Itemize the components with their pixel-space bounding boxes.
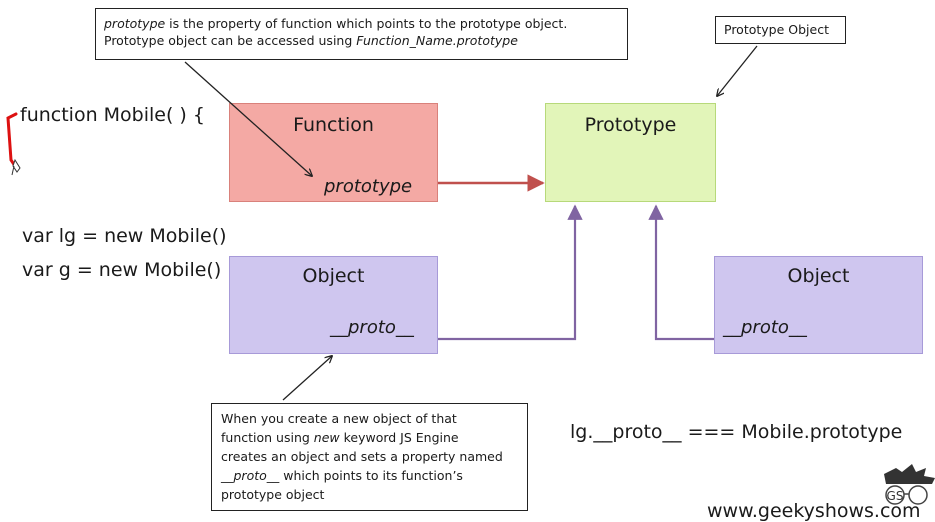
prototype-box-title: Prototype [584, 114, 677, 136]
pen-cursor-icon [11, 158, 21, 176]
callout-line-1: prototype is the property of function wh… [104, 16, 568, 31]
callout-line-2: Prototype object can be accessed using F… [104, 33, 518, 48]
prototype-object-callout: Prototype Object [715, 16, 846, 44]
right-object-to-prototype-arrow [648, 204, 714, 341]
callout-function-name-term: Function_Name.prototype [356, 33, 518, 48]
left-object-to-prototype-arrow [438, 204, 583, 341]
object-box-right: Object __proto__ [714, 256, 923, 354]
watermark-url: www.geekyshows.com [707, 500, 921, 522]
function-box: Function prototype [229, 103, 438, 202]
object-box-right-proto-property: __proto__ [723, 317, 807, 338]
logo-icon: GS [884, 464, 935, 505]
code-function-declaration: function Mobile( ) { [20, 104, 205, 126]
code-var-g: var g = new Mobile() [22, 259, 222, 281]
code-var-lg: var lg = new Mobile() [22, 225, 227, 247]
prototype-box: Prototype [545, 103, 716, 202]
function-box-title: Function [293, 114, 374, 136]
function-box-prototype-property: prototype [324, 176, 413, 197]
logo-text: GS [887, 489, 904, 503]
geekyshows-logo: GS [882, 462, 935, 508]
object-box-left-title: Object [302, 265, 365, 287]
callout-prototype-term: prototype [104, 16, 166, 31]
prototype-object-callout-pointer [717, 45, 758, 96]
object-box-left: Object __proto__ [229, 256, 438, 354]
proto-explanation-callout: When you create a new object of that fun… [211, 403, 528, 511]
object-box-right-title: Object [787, 265, 850, 287]
object-box-left-proto-property: __proto__ [330, 317, 414, 338]
red-annotation-mark [6, 112, 18, 168]
bottom-callout-pointer [282, 356, 332, 401]
proto-equality-statement: lg.__proto__ === Mobile.prototype [570, 421, 903, 443]
prototype-explanation-callout: prototype is the property of function wh… [95, 8, 628, 60]
